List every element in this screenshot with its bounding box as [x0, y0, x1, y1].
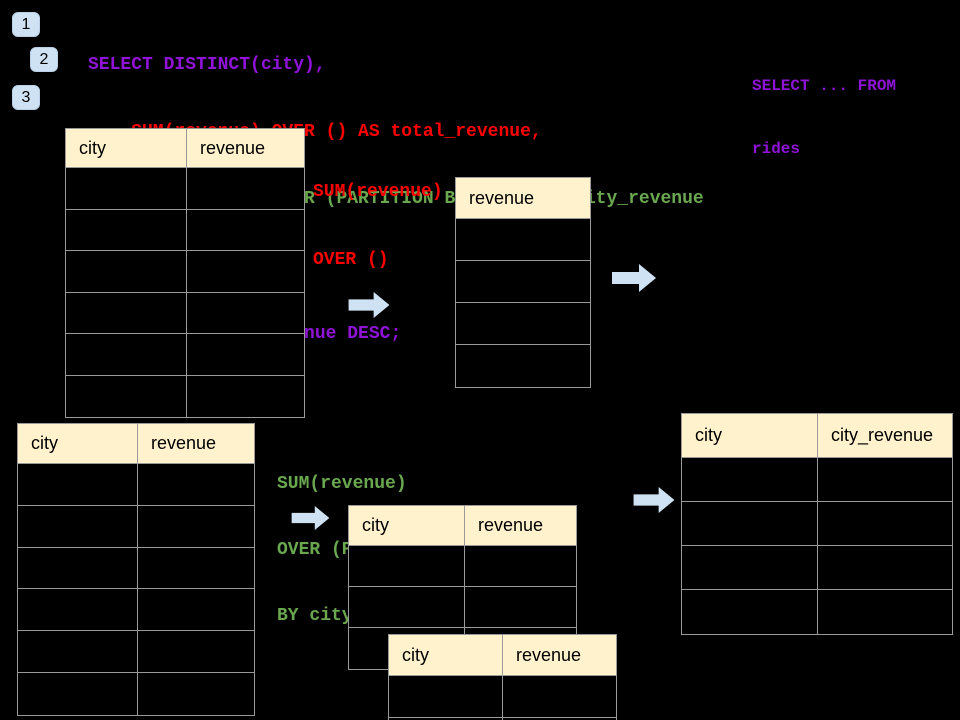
right-arrow-icon — [291, 506, 330, 530]
table-row — [18, 547, 254, 590]
table-row — [682, 502, 952, 546]
table-header: city city_revenue — [682, 414, 952, 458]
column-header-city: city — [349, 506, 465, 545]
table-row — [456, 345, 590, 387]
right-arrow-icon — [612, 264, 656, 292]
step-badge-3: 3 — [12, 85, 40, 110]
table-header: city revenue — [389, 635, 616, 676]
table-partition-result: city city_revenue — [681, 413, 953, 635]
table-header: city revenue — [66, 129, 304, 168]
column-header-revenue: revenue — [151, 433, 217, 453]
table-header: city revenue — [349, 506, 576, 546]
column-header-city: city — [682, 414, 818, 457]
table-source-total: city revenue — [65, 128, 305, 418]
sql-line-select: SELECT DISTINCT(city), — [88, 54, 326, 75]
table-row — [456, 219, 590, 261]
table-row — [66, 292, 304, 334]
table-row — [18, 672, 254, 715]
table-partition-group-b: city revenue — [388, 634, 617, 720]
right-arrow-icon — [633, 487, 675, 513]
step-badge-2: 2 — [30, 47, 58, 72]
table-row — [18, 464, 254, 506]
table-row — [349, 587, 576, 628]
column-header-revenue: revenue — [469, 187, 535, 208]
table-row — [66, 375, 304, 417]
annotation-line: OVER () — [313, 249, 389, 270]
table-row — [456, 261, 590, 303]
column-header-revenue: revenue — [516, 644, 582, 665]
table-header: revenue — [456, 178, 590, 219]
annotation-total-revenue: SUM(revenue) OVER () — [313, 136, 443, 316]
annotation-line: SUM(revenue) — [277, 474, 407, 494]
table-row — [682, 590, 952, 634]
side-note-line-2: rides — [752, 140, 801, 158]
column-header-revenue: revenue — [478, 515, 544, 535]
column-header-city: city — [66, 129, 187, 167]
table-source-partition: city revenue — [17, 423, 255, 716]
table-row — [66, 251, 304, 293]
column-header-city: city — [389, 635, 503, 675]
table-row — [66, 168, 304, 210]
column-header-city-revenue: city_revenue — [831, 425, 934, 445]
table-row — [682, 546, 952, 590]
table-row — [682, 458, 952, 502]
annotation-line: SUM(revenue) — [313, 182, 443, 202]
table-row — [18, 589, 254, 632]
table-row — [389, 718, 616, 720]
column-header-revenue: revenue — [200, 137, 266, 158]
side-note-line-1: SELECT ... FROM — [752, 77, 897, 95]
table-row — [66, 334, 304, 376]
column-header-city: city — [18, 424, 138, 463]
table-total-result: revenue — [455, 177, 591, 388]
right-arrow-icon — [348, 292, 390, 318]
step-badge-1: 1 — [12, 12, 40, 37]
table-row — [389, 676, 616, 718]
side-note-select-from: SELECT ... FROM rides — [752, 34, 896, 202]
table-row — [18, 505, 254, 548]
table-row — [349, 546, 576, 587]
table-row — [456, 303, 590, 345]
table-row — [18, 631, 254, 673]
table-header: city revenue — [18, 424, 254, 464]
table-row — [66, 209, 304, 251]
